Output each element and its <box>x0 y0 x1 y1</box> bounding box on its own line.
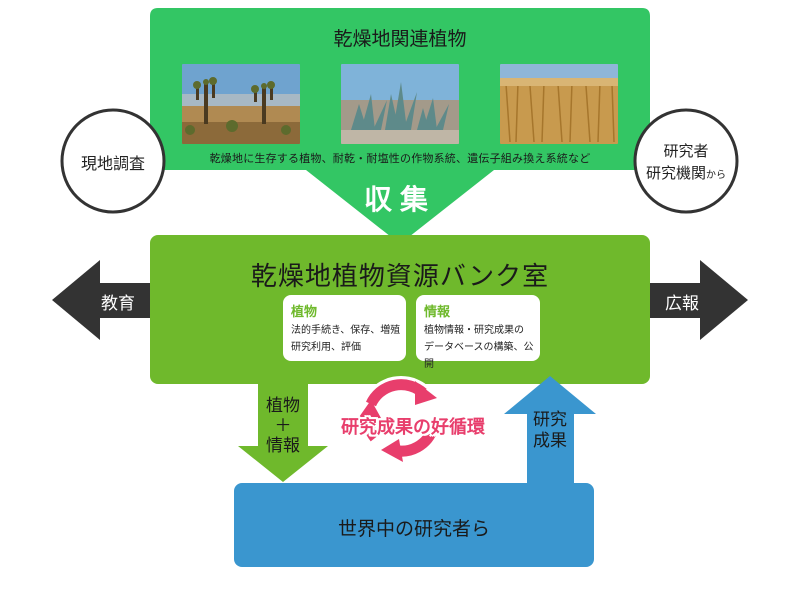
top-caption: 乾燥地に生存する植物、耐乾・耐塩性の作物系統、遺伝子組み換え系統など <box>209 152 591 165</box>
plants-card-line1: 法的手続き、保存、増殖 <box>291 325 401 336</box>
down-arrow-label: 植物 ＋ 情報 <box>248 396 318 456</box>
down-arrow-line1: 植物 <box>266 396 300 416</box>
right-circle-shape <box>633 108 739 214</box>
info-card-line2: データベースの構築、公開 <box>424 342 534 370</box>
left-circle-shape <box>60 108 166 214</box>
agave-photo <box>341 64 459 144</box>
left-arrow-label: 教育 <box>101 294 135 314</box>
up-arrow-label: 研究 成果 <box>510 410 590 452</box>
plants-card-heading: 植物 <box>291 305 318 320</box>
info-card-line1: 植物情報・研究成果の <box>424 325 524 336</box>
cycle-label: 研究成果の好循環 <box>341 417 485 438</box>
up-arrow-line1: 研究 <box>533 410 567 430</box>
right-circle-label: 研究者 研究機関から <box>635 140 737 187</box>
right-circle-line2: 研究機関 <box>645 164 706 182</box>
bottom-box-shape <box>234 483 594 567</box>
right-circle-line1: 研究者 <box>663 142 709 160</box>
down-arrow-line2: ＋ <box>274 416 292 436</box>
left-circle-label: 現地調査 <box>80 154 145 173</box>
info-card-heading: 情報 <box>424 305 451 320</box>
plants-card: 植物 法的手続き、保存、増殖 研究利用、評価 <box>283 295 406 361</box>
info-card-body: 植物情報・研究成果の データベースの構築、公開 <box>424 322 540 373</box>
plants-card-body: 法的手続き、保存、増殖 研究利用、評価 <box>291 322 400 356</box>
wheat-field-photo <box>500 64 618 144</box>
right-circle-suffix: から <box>706 170 726 181</box>
plants-card-line2: 研究利用、評価 <box>291 342 361 353</box>
bottom-label: 世界中の研究者ら <box>337 518 490 540</box>
info-card: 情報 植物情報・研究成果の データベースの構築、公開 <box>416 295 540 370</box>
up-arrow-line2: 成果 <box>533 431 567 451</box>
cycle-arrows-icon <box>357 376 443 462</box>
right-arrow-shape <box>648 260 748 340</box>
down-arrow-shape <box>238 384 328 482</box>
up-arrow-shape <box>504 376 596 484</box>
left-arrow-shape <box>52 260 152 340</box>
right-arrow-label: 広報 <box>665 294 699 314</box>
bank-title: 乾燥地植物資源バンク室 <box>250 262 550 292</box>
down-arrow-line3: 情報 <box>266 436 300 456</box>
collect-label: 収集 <box>363 183 436 216</box>
top-title: 乾燥地関連植物 <box>333 28 467 50</box>
joshua-tree-photo <box>182 64 300 144</box>
